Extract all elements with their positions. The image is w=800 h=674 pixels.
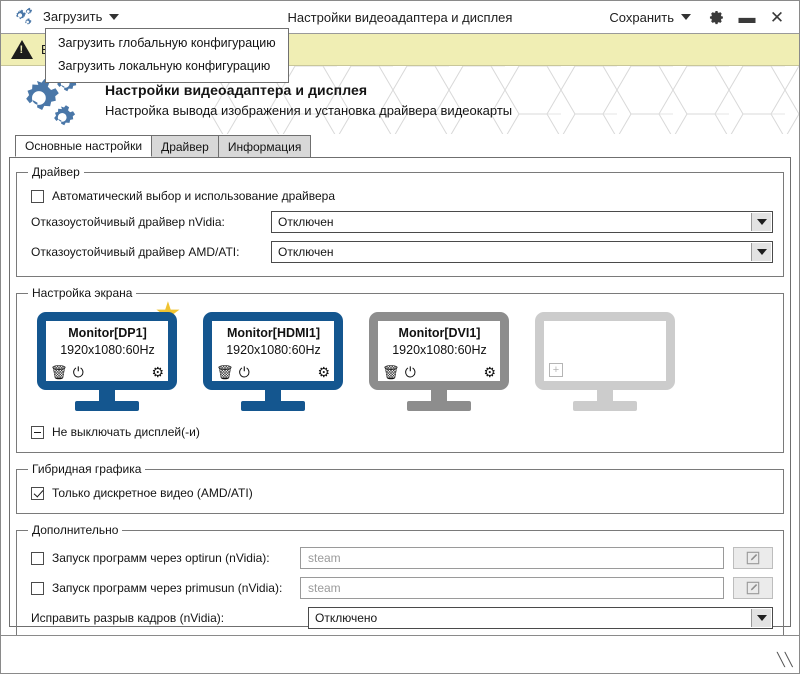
amd-fallback-label: Отказоустойчивый драйвер AMD/ATI: [31, 245, 240, 259]
monitor-card-dvi1[interactable]: Monitor[DVI1] 1920x1080:60Hz 🗑 ⏻ ⚙ [369, 312, 509, 411]
primusrun-label: Запуск программ через primusun (nVidia): [52, 581, 283, 595]
driver-group: Драйвер Автоматический выбор и использов… [16, 165, 784, 277]
tab-bar: Основные настройки Драйвер Информация [1, 134, 799, 157]
load-dropdown-menu[interactable]: Загрузить глобальную конфигурацию Загруз… [45, 28, 289, 83]
nvidia-fallback-label: Отказоустойчивый драйвер nVidia: [31, 215, 225, 229]
monitor-resolution: 1920x1080:60Hz [60, 343, 155, 357]
auto-driver-checkbox-row[interactable]: Автоматический выбор и использование дра… [25, 185, 775, 207]
no-blank-label: Не выключать дисплей(-и) [52, 425, 200, 439]
monitor-stand [203, 390, 343, 411]
monitor-stand [37, 390, 177, 411]
tearfix-value: Отключено [315, 611, 378, 625]
auto-driver-checkbox[interactable] [31, 189, 44, 203]
save-menu-button[interactable]: Сохранить [605, 7, 699, 29]
monitor-actions: 🗑 ⏻ ⚙ [216, 365, 330, 379]
trash-icon[interactable]: 🗑 [50, 364, 68, 380]
optirun-checkbox[interactable] [31, 551, 44, 565]
load-menu-label: Загрузить [43, 9, 103, 24]
discrete-only-checkbox-row[interactable]: Только дискретное видео (AMD/ATI) [25, 482, 775, 504]
tearfix-label: Исправить разрыв кадров (nVidia): [31, 611, 225, 625]
gear-icon[interactable]: ⚙ [151, 364, 164, 380]
load-menu-button[interactable]: Загрузить [39, 6, 127, 28]
app-gears-icon [5, 7, 39, 27]
trash-icon[interactable]: 🗑 [382, 364, 400, 380]
optirun-input[interactable]: steam [300, 547, 724, 569]
hybrid-graphics-legend: Гибридная графика [32, 462, 142, 476]
primusrun-row: Запуск программ через primusun (nVidia):… [25, 573, 775, 603]
nvidia-fallback-value: Отключен [278, 215, 334, 229]
monitor-name: Monitor[DVI1] [398, 326, 481, 340]
optirun-label: Запуск программ через optirun (nVidia): [52, 551, 270, 565]
primusrun-edit-pencil-icon[interactable] [733, 577, 773, 599]
monitor-card-add-new[interactable]: + [535, 312, 675, 411]
close-icon[interactable]: ✕ [769, 7, 785, 27]
status-bar: ╱╱ [1, 635, 799, 673]
tab-information[interactable]: Информация [217, 135, 312, 157]
minimize-icon[interactable]: ▬ [738, 7, 756, 27]
auto-driver-label: Автоматический выбор и использование дра… [52, 189, 335, 203]
amd-fallback-row: Отказоустойчивый драйвер AMD/ATI: Отключ… [25, 237, 775, 267]
banner-subtitle: Настройка вывода изображения и установка… [105, 103, 513, 118]
power-icon[interactable]: ⏻ [404, 364, 416, 380]
gear-icon[interactable]: ⚙ [483, 364, 496, 380]
nvidia-fallback-row: Отказоустойчивый драйвер nVidia: Отключе… [25, 207, 775, 237]
chevron-down-icon[interactable] [751, 609, 771, 627]
amd-fallback-value: Отключен [278, 245, 334, 259]
amd-fallback-select[interactable]: Отключен [271, 241, 773, 263]
discrete-only-label: Только дискретное видео (AMD/ATI) [52, 486, 253, 500]
gear-icon[interactable]: ⚙ [317, 364, 330, 380]
monitor-screen: Monitor[DVI1] 1920x1080:60Hz 🗑 ⏻ ⚙ [369, 312, 509, 390]
monitor-list: ★ Monitor[DP1] 1920x1080:60Hz 🗑 ⏻ ⚙ [25, 299, 775, 413]
optirun-edit-pencil-icon[interactable] [733, 547, 773, 569]
hybrid-graphics-group: Гибридная графика Только дискретное виде… [16, 462, 784, 514]
monitor-stand [369, 390, 509, 411]
warning-triangle-icon [11, 40, 33, 59]
monitor-name: Monitor[HDMI1] [226, 326, 321, 340]
menu-item-load-local[interactable]: Загрузить локальную конфигурацию [58, 59, 271, 73]
resize-grip-icon[interactable]: ╱╱ [777, 652, 793, 667]
monitor-screen: + [535, 312, 675, 390]
monitor-resolution: 1920x1080:60Hz [226, 343, 321, 357]
extra-group-legend: Дополнительно [32, 523, 119, 537]
no-blank-checkbox-row[interactable]: Не выключать дисплей(-и) [25, 421, 775, 443]
monitor-actions: 🗑 ⏻ ⚙ [50, 365, 164, 379]
primusrun-input[interactable]: steam [300, 577, 724, 599]
menu-item-load-global[interactable]: Загрузить глобальную конфигурацию [58, 36, 276, 50]
nvidia-fallback-select[interactable]: Отключен [271, 211, 773, 233]
chevron-down-icon[interactable] [751, 213, 771, 231]
power-icon[interactable]: ⏻ [238, 364, 250, 380]
monitor-screen: Monitor[DP1] 1920x1080:60Hz 🗑 ⏻ ⚙ [37, 312, 177, 390]
extra-group: Дополнительно Запуск программ через opti… [16, 523, 784, 643]
settings-gear-icon[interactable] [701, 3, 731, 33]
no-blank-checkbox[interactable] [31, 425, 44, 439]
primusrun-checkbox[interactable] [31, 581, 44, 595]
plus-icon[interactable]: + [549, 363, 563, 377]
tearfix-select[interactable]: Отключено [308, 607, 773, 629]
monitor-stand [535, 390, 675, 411]
save-menu-label: Сохранить [609, 9, 674, 25]
screen-group-legend: Настройка экрана [32, 286, 133, 300]
trash-icon[interactable]: 🗑 [216, 364, 234, 380]
hexagon-pattern-background [201, 66, 799, 134]
chevron-down-icon [109, 13, 120, 20]
screen-group: Настройка экрана ★ Monitor[DP1] 1920x108… [16, 286, 784, 453]
monitor-card-hdmi1[interactable]: Monitor[HDMI1] 1920x1080:60Hz 🗑 ⏻ ⚙ [203, 312, 343, 411]
tab-main-settings[interactable]: Основные настройки [15, 135, 153, 157]
chevron-down-icon[interactable] [751, 243, 771, 261]
banner-title: Настройки видеоадаптера и дисплея [105, 82, 368, 98]
chevron-down-icon [681, 14, 691, 20]
tearfix-row: Исправить разрыв кадров (nVidia): Отключ… [25, 603, 775, 633]
driver-group-legend: Драйвер [32, 165, 80, 179]
discrete-only-checkbox[interactable] [31, 486, 44, 500]
monitor-actions: 🗑 ⏻ ⚙ [382, 365, 496, 379]
tab-driver[interactable]: Драйвер [151, 135, 219, 157]
optirun-row: Запуск программ через optirun (nVidia): … [25, 543, 775, 573]
tab-content-panel: Драйвер Автоматический выбор и использов… [9, 157, 791, 643]
monitor-name: Monitor[DP1] [68, 326, 147, 340]
monitor-screen: Monitor[HDMI1] 1920x1080:60Hz 🗑 ⏻ ⚙ [203, 312, 343, 390]
monitor-resolution: 1920x1080:60Hz [392, 343, 487, 357]
power-icon[interactable]: ⏻ [72, 364, 84, 380]
window-controls: Сохранить ▬ ✕ [605, 1, 799, 34]
monitor-card-dp1[interactable]: ★ Monitor[DP1] 1920x1080:60Hz 🗑 ⏻ ⚙ [37, 299, 181, 411]
